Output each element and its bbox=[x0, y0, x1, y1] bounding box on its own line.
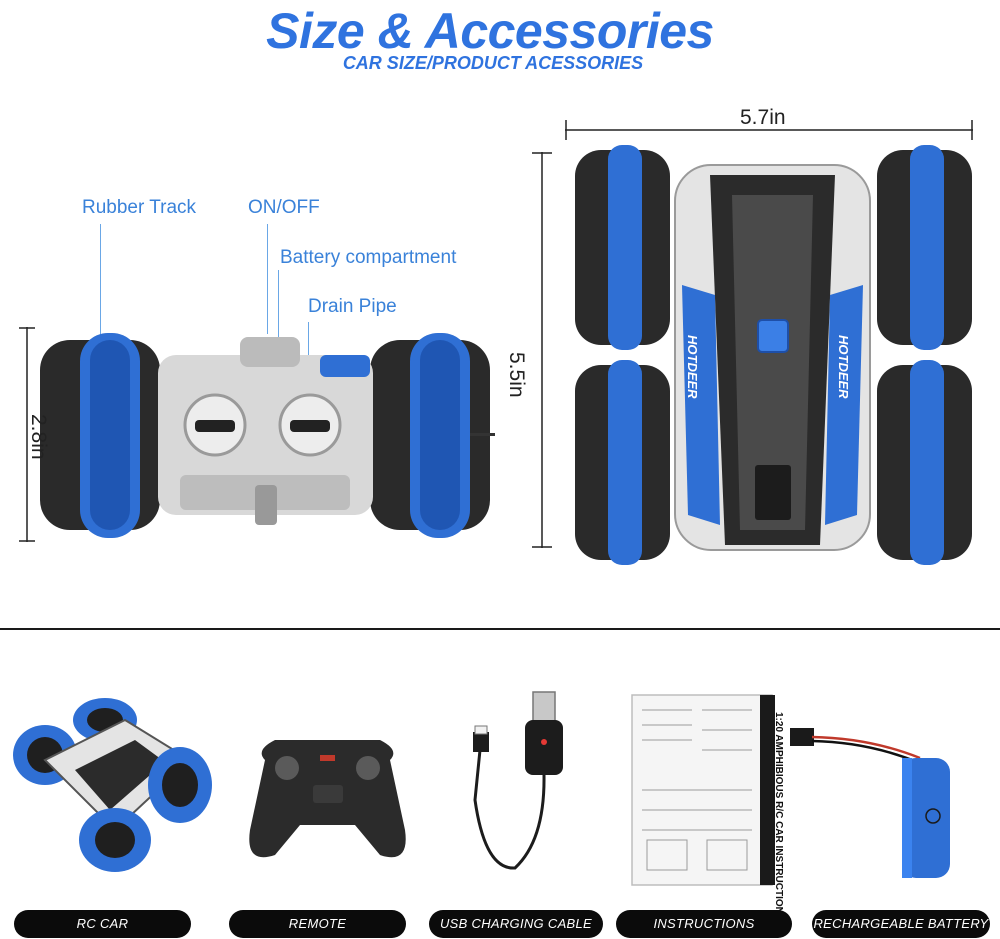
height-dimension-line bbox=[19, 327, 35, 542]
leader-line-on-off bbox=[267, 224, 268, 334]
page-title: Size & Accessories bbox=[266, 3, 714, 59]
accessory-label-rc-car: RC CAR bbox=[14, 910, 191, 938]
instructions-booklet-title: 1:20 AMPHIBIOUS R/C CAR INSTRUCTIONS bbox=[773, 712, 784, 921]
callout-battery-compartment: Battery compartment bbox=[280, 247, 457, 268]
accessory-label-usb-cable: USB CHARGING CABLE bbox=[429, 910, 603, 938]
car-brand-right: HOTDEER bbox=[836, 335, 851, 399]
page-subtitle: CAR SIZE/PRODUCT ACESSORIES bbox=[342, 53, 644, 73]
width-dimension-label: 5.7in bbox=[740, 106, 786, 129]
instructions-image bbox=[631, 694, 775, 886]
rc-car-image bbox=[13, 698, 212, 872]
height-dimension-label: 2.8in bbox=[27, 414, 50, 460]
section-divider bbox=[0, 628, 1000, 630]
length-dimension-label: 5.5in bbox=[505, 352, 528, 398]
callout-on-off: ON/OFF bbox=[248, 197, 320, 218]
callout-rubber-track: Rubber Track bbox=[82, 197, 197, 218]
length-dimension-line bbox=[532, 152, 552, 548]
width-dimension-line bbox=[565, 120, 973, 140]
usb-charging-cable-image bbox=[473, 691, 563, 870]
accessory-label-remote: REMOTE bbox=[229, 910, 406, 938]
car-top-view-image bbox=[575, 145, 972, 565]
callout-drain-pipe: Drain Pipe bbox=[308, 296, 397, 317]
accessory-label-battery: RECHARGEABLE BATTERY bbox=[812, 910, 990, 938]
accessory-label-instructions: INSTRUCTIONS bbox=[616, 910, 792, 938]
car-brand-left: HOTDEER bbox=[685, 335, 700, 399]
car-front-view-image bbox=[40, 333, 495, 538]
leader-line-rubber-track bbox=[100, 224, 101, 344]
rechargeable-battery-image bbox=[790, 728, 950, 878]
remote-image bbox=[249, 740, 406, 858]
